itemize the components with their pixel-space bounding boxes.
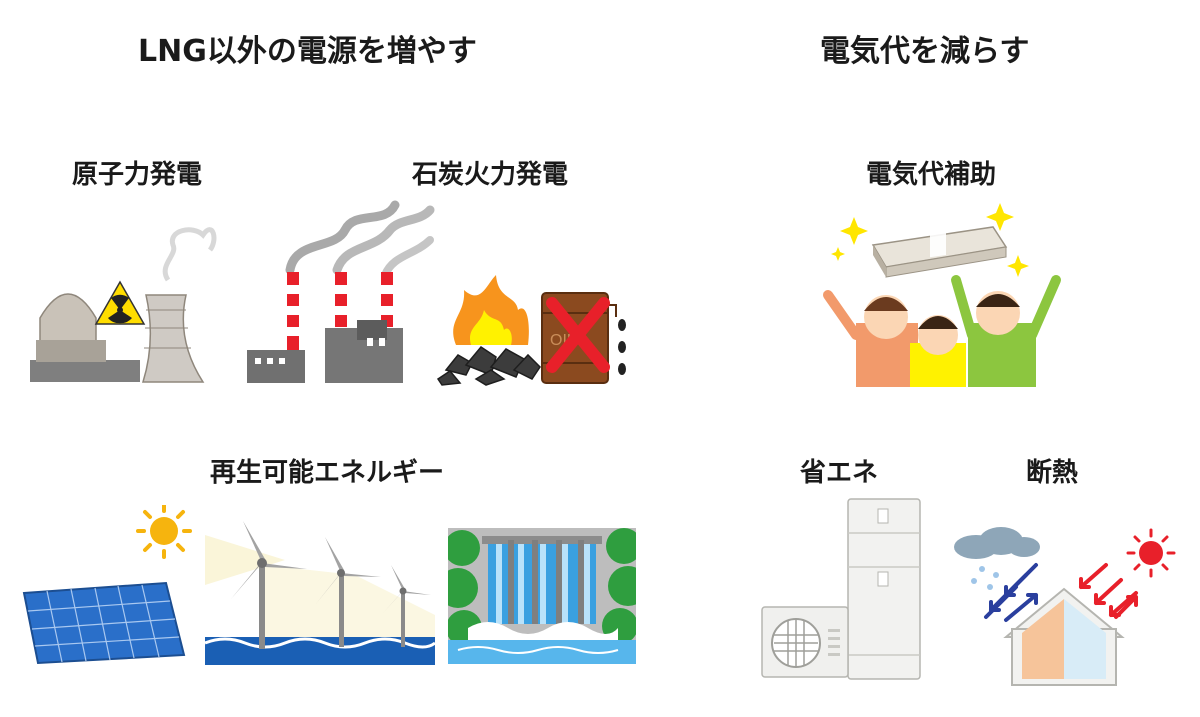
nuclear-label: 原子力発電 bbox=[72, 160, 203, 190]
sun-icon bbox=[1126, 528, 1176, 578]
coal-fire-illustration: OIL bbox=[436, 275, 626, 386]
money-stack-icon bbox=[871, 215, 1008, 278]
forest-right bbox=[602, 528, 636, 644]
x-mark-icon bbox=[546, 297, 610, 373]
family-icon bbox=[823, 275, 1061, 387]
renewable-label: 再生可能エネルギー bbox=[210, 458, 445, 488]
subsidy-family-illustration bbox=[823, 203, 1061, 387]
left-heading: LNG以外の電源を増やす bbox=[138, 34, 477, 69]
outdoor-ac-unit-icon bbox=[761, 606, 849, 678]
cloud-icon bbox=[954, 527, 1040, 559]
insulation-illustration bbox=[954, 527, 1176, 686]
house-icon bbox=[1003, 587, 1125, 686]
coal-label: 石炭火力発電 bbox=[412, 160, 569, 190]
right-heading: 電気代を減らす bbox=[820, 34, 1030, 69]
heat-arrows-icon bbox=[1079, 563, 1138, 619]
energy-saving-label: 省エネ bbox=[800, 458, 879, 488]
steam-cloud-icon bbox=[162, 227, 217, 282]
reactor-base bbox=[30, 360, 140, 382]
wind-turbine-illustration bbox=[205, 521, 435, 665]
wind-turbine-1 bbox=[231, 521, 307, 649]
insulation-label: 断熱 bbox=[1026, 458, 1079, 488]
fire-icon bbox=[453, 275, 529, 345]
wind-turbine-3 bbox=[383, 565, 431, 647]
smoke-icon bbox=[285, 200, 400, 275]
energy-saving-illustration bbox=[761, 498, 921, 680]
factory-building-left bbox=[247, 350, 305, 383]
sun-icon bbox=[136, 505, 192, 559]
wind-turbine-2 bbox=[315, 537, 381, 647]
coal-pile bbox=[436, 346, 541, 386]
solar-panel-illustration bbox=[22, 505, 192, 665]
subsidy-label: 電気代補助 bbox=[866, 160, 997, 190]
cooling-tower bbox=[141, 294, 205, 383]
radiation-warning-icon bbox=[94, 280, 146, 325]
water-heater-icon bbox=[847, 498, 921, 680]
cold-arrows-icon bbox=[984, 563, 1038, 622]
sparkle-icon bbox=[831, 203, 1029, 277]
hydro-dam-illustration bbox=[448, 528, 636, 664]
waterfall bbox=[488, 540, 596, 624]
coal-plant-illustration bbox=[247, 200, 435, 383]
reactor-annex bbox=[36, 340, 106, 362]
nuclear-plant-illustration bbox=[30, 227, 217, 383]
